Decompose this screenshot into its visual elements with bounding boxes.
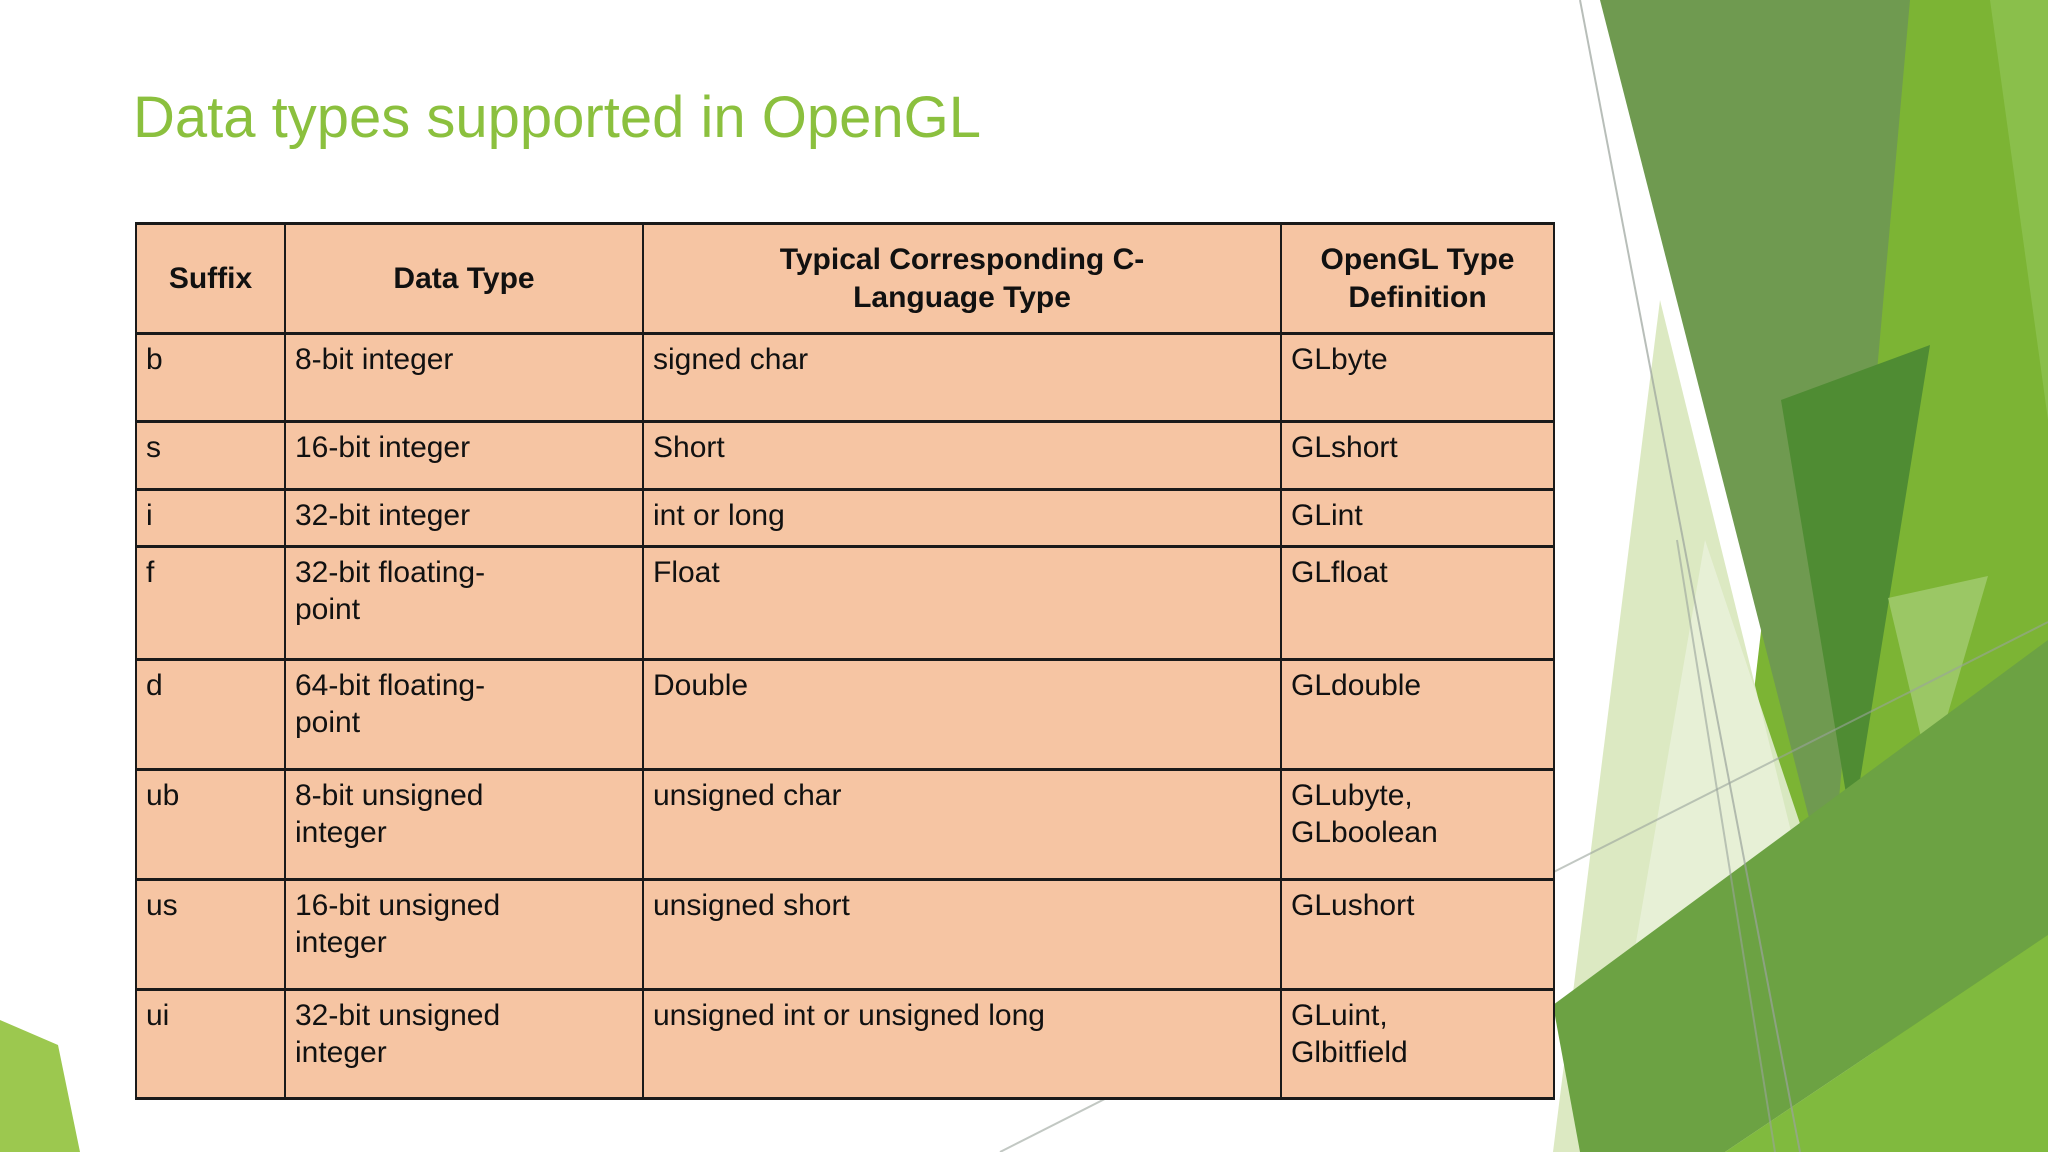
header-opengl-type: OpenGL Type Definition [1280, 222, 1555, 335]
table-cell: ui [135, 988, 286, 1100]
facet-shape-light-patch [1888, 576, 1988, 775]
table-cell: Double [642, 658, 1282, 771]
header-suffix: Suffix [135, 222, 286, 335]
table-cell: i [135, 488, 286, 548]
table-cell: 8-bit unsigned integer [284, 768, 644, 881]
corner-wedge [0, 1020, 80, 1152]
table-cell: unsigned int or unsigned long [642, 988, 1282, 1100]
table-cell: us [135, 878, 286, 991]
table-cell: f [135, 545, 286, 661]
slide-title: Data types supported in OpenGL [133, 85, 981, 150]
table-cell: d [135, 658, 286, 771]
header-data-type: Data Type [284, 222, 644, 335]
table-header-row: Suffix Data Type Typical Corresponding C… [135, 222, 1555, 335]
table-row: ub 8-bit unsigned integer unsigned char … [135, 768, 1555, 881]
table-cell: Float [642, 545, 1282, 661]
table-cell: GLdouble [1280, 658, 1555, 771]
datatypes-table: Suffix Data Type Typical Corresponding C… [135, 222, 1555, 1100]
table-cell: 32-bit integer [284, 488, 644, 548]
table-cell: GLbyte [1280, 332, 1555, 423]
table-cell: GLuint, Glbitfield [1280, 988, 1555, 1100]
table-cell: s [135, 420, 286, 491]
table-cell: signed char [642, 332, 1282, 423]
accent-line-3 [1676, 539, 1776, 1152]
table-row: b 8-bit integer signed char GLbyte [135, 332, 1555, 423]
facet-shape-dark-v [1781, 345, 1930, 830]
table-row: i 32-bit integer int or long GLint [135, 488, 1555, 548]
table-cell: GLushort [1280, 878, 1555, 991]
table-cell: unsigned char [642, 768, 1282, 881]
table-cell: Short [642, 420, 1282, 491]
table-cell: b [135, 332, 286, 423]
table-cell: 16-bit unsigned integer [284, 878, 644, 991]
table-cell: unsigned short [642, 878, 1282, 991]
facet-shape-medium-band [1553, 640, 2048, 1152]
table-cell: 32-bit unsigned integer [284, 988, 644, 1100]
table-row: d 64-bit floating- point Double GLdouble [135, 658, 1555, 771]
table-cell: GLubyte, GLboolean [1280, 768, 1555, 881]
table-cell: GLint [1280, 488, 1555, 548]
table-row: us 16-bit unsigned integer unsigned shor… [135, 878, 1555, 991]
facet-shape-bottom-bright [1725, 935, 2048, 1152]
table-cell: 16-bit integer [284, 420, 644, 491]
table-row: ui 32-bit unsigned integer unsigned int … [135, 988, 1555, 1100]
table-cell: int or long [642, 488, 1282, 548]
table-cell: 64-bit floating- point [284, 658, 644, 771]
table-cell: GLfloat [1280, 545, 1555, 661]
header-c-language-type: Typical Corresponding C- Language Type [642, 222, 1282, 335]
facet-shape-accent-topright [1990, 0, 2048, 420]
table-cell: 32-bit floating- point [284, 545, 644, 661]
table-row: s 16-bit integer Short GLshort [135, 420, 1555, 491]
table-cell: 8-bit integer [284, 332, 644, 423]
table-cell: ub [135, 768, 286, 881]
accent-line-1 [1579, 0, 1801, 1152]
table-cell: GLshort [1280, 420, 1555, 491]
table-row: f 32-bit floating- point Float GLfloat [135, 545, 1555, 661]
